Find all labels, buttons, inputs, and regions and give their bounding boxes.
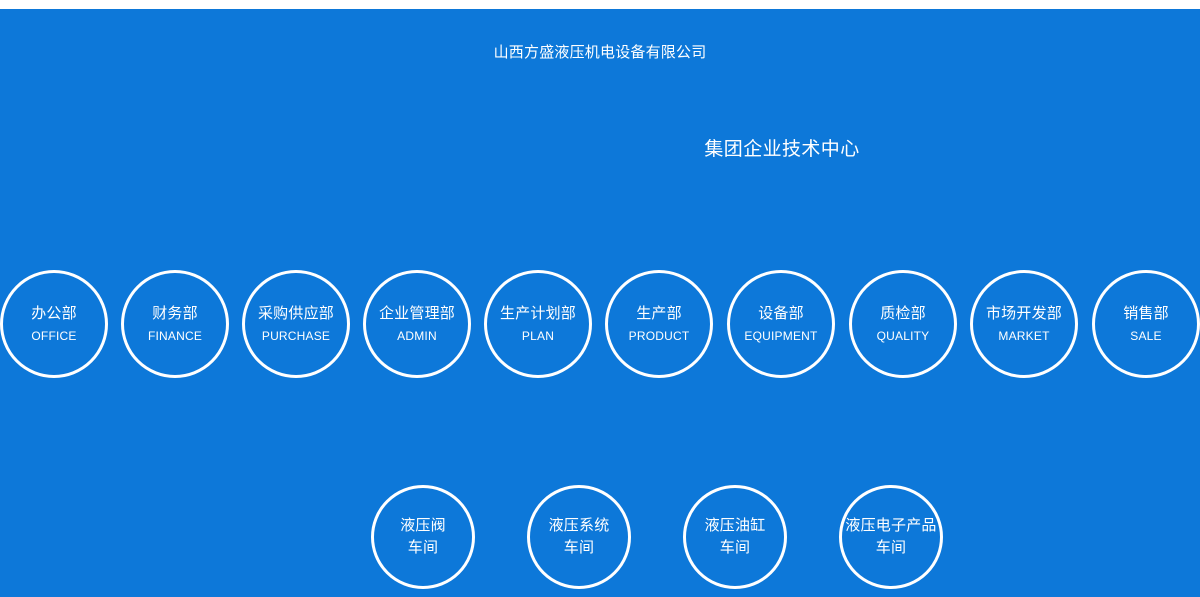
department-name-cn: 生产计划部	[499, 304, 576, 322]
technology-center-title: 集团企业技术中心	[704, 139, 860, 160]
department-name-cn: 质检部	[880, 304, 926, 322]
department-node[interactable]: 采购供应部 PURCHASE	[242, 270, 350, 378]
workshop-node[interactable]: 液压阀车间	[371, 485, 475, 589]
department-node[interactable]: 销售部 SALE	[1092, 270, 1200, 378]
department-node[interactable]: 生产计划部 PLAN	[484, 270, 592, 378]
department-name-cn: 销售部	[1123, 304, 1169, 322]
workshop-name-line1: 液压油缸	[704, 517, 766, 534]
department-node[interactable]: 生产部 PRODUCT	[605, 270, 713, 378]
department-node[interactable]: 质检部 QUALITY	[849, 270, 957, 378]
department-name-en: QUALITY	[876, 328, 930, 343]
workshop-name-line2: 车间	[407, 539, 439, 556]
organization-chart-panel: 山西方盛液压机电设备有限公司 集团企业技术中心 办公部 OFFICE 财务部 FINA…	[0, 9, 1200, 597]
department-name-en: PLAN	[521, 328, 555, 343]
department-name-cn: 财务部	[152, 304, 198, 322]
workshop-name-line2: 车间	[875, 539, 907, 556]
department-name-en: OFFICE	[31, 328, 77, 343]
department-name-cn: 采购供应部	[257, 304, 334, 322]
workshop-name-line2: 车间	[719, 539, 751, 556]
workshop-node[interactable]: 液压油缸车间	[683, 485, 787, 589]
department-name-cn: 生产部	[636, 304, 682, 322]
workshop-node[interactable]: 液压系统车间	[527, 485, 631, 589]
department-node[interactable]: 财务部 FINANCE	[121, 270, 229, 378]
workshop-name-line2: 车间	[563, 539, 595, 556]
department-name-en: ADMIN	[397, 328, 437, 343]
department-name-en: EQUIPMENT	[744, 328, 818, 343]
workshop-name-line1: 液压电子产品	[845, 517, 937, 534]
department-name-en: MARKET	[998, 328, 1050, 343]
department-row: 办公部 OFFICE 财务部 FINANCE 采购供应部 PURCHASE 企业管理部 ADM…	[0, 270, 1200, 378]
department-name-cn: 设备部	[758, 304, 804, 322]
department-name-en: FINANCE	[147, 328, 203, 343]
top-white-strip	[0, 0, 1200, 9]
workshop-name-line1: 液压阀	[400, 517, 446, 534]
department-name-en: PRODUCT	[628, 328, 690, 343]
department-node[interactable]: 办公部 OFFICE	[0, 270, 108, 378]
department-node[interactable]: 企业管理部 ADMIN	[363, 270, 471, 378]
department-name-en: PURCHASE	[261, 328, 331, 343]
department-name-cn: 办公部	[31, 304, 77, 322]
workshop-name-line1: 液压系统	[548, 517, 610, 534]
company-title: 山西方盛液压机电设备有限公司	[493, 44, 707, 61]
department-node[interactable]: 设备部 EQUIPMENT	[727, 270, 835, 378]
workshop-row: 液压阀车间液压系统车间液压油缸车间液压电子产品车间	[0, 485, 1200, 589]
department-name-en: SALE	[1130, 328, 1162, 343]
department-node[interactable]: 市场开发部 MARKET	[970, 270, 1078, 378]
department-name-cn: 企业管理部	[378, 304, 455, 322]
department-name-cn: 市场开发部	[985, 304, 1062, 322]
workshop-node[interactable]: 液压电子产品车间	[839, 485, 943, 589]
